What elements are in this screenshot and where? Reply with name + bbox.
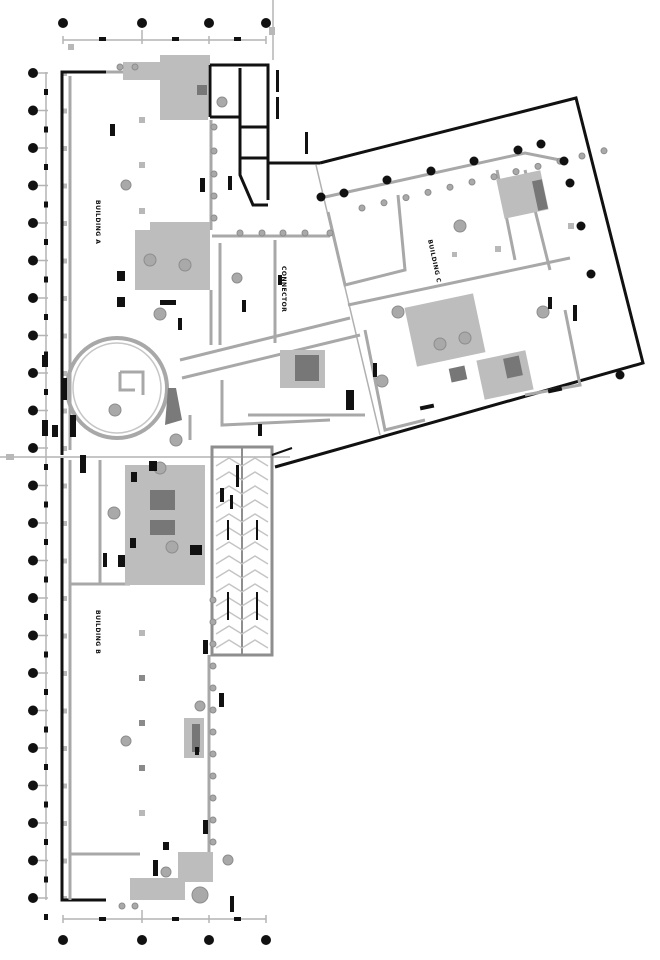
grid-bubble: [28, 593, 38, 603]
label-building-b: BUILDING B: [94, 610, 101, 654]
grid-bubble: [137, 935, 147, 945]
label-building-c: BUILDING C: [426, 239, 442, 284]
grid-bubble: [536, 139, 546, 149]
grid-bubble: [615, 370, 625, 380]
grid-bubble: [565, 178, 575, 188]
grid-bubble: [28, 855, 38, 866]
grid-bubble: [58, 935, 68, 945]
rotunda: [42, 336, 183, 473]
grid-bubble: [382, 175, 392, 185]
grid-bubble: [586, 269, 596, 279]
grid-bubble: [261, 935, 271, 945]
grid-bubble: [426, 166, 436, 176]
grid-bubble: [204, 18, 214, 28]
grid-bubble: [469, 156, 479, 166]
grid-bubble: [339, 188, 349, 198]
grid-bubble: [28, 68, 38, 78]
grid-bubble: [576, 221, 586, 231]
grid-bubble: [28, 743, 38, 753]
grid-bubble: [513, 145, 523, 155]
grid-bottom: [58, 910, 271, 945]
grid-bubble: [28, 143, 38, 153]
grid-bubble: [28, 368, 38, 378]
building-a: BUILDING A: [60, 55, 232, 455]
grid-bubble: [28, 780, 38, 791]
grid-bubble: [28, 293, 38, 303]
grid-bubble: [28, 255, 38, 266]
grid-bubble: [28, 630, 38, 641]
grid-bubble: [28, 218, 38, 228]
grid-bubble: [28, 893, 38, 903]
grid-bubble: [137, 18, 147, 28]
grid-left: [28, 68, 67, 920]
grid-bubble: [28, 518, 38, 528]
connector: CONNECTOR: [179, 229, 365, 440]
grid-bubble: [316, 192, 326, 202]
grid-bubble: [559, 156, 569, 166]
grid-bubble: [28, 105, 38, 116]
grid-bubble: [58, 18, 68, 28]
grid-bubble: [28, 443, 38, 453]
grid-bubble: [261, 18, 271, 28]
building-c: BUILDING C: [274, 96, 645, 469]
service-block: [208, 63, 320, 207]
grid-bubble: [28, 818, 38, 828]
label-connector: CONNECTOR: [280, 266, 287, 312]
grid-bubble: [28, 405, 38, 416]
grid-bubble: [28, 705, 38, 716]
grid-bubble: [28, 480, 38, 491]
grid-bubble: [28, 180, 38, 191]
grid-bubble: [28, 668, 38, 678]
grid-bubble: [204, 935, 214, 945]
building-b: BUILDING B: [60, 458, 234, 912]
grid-bubble: [28, 555, 38, 566]
parking-ramp: [210, 445, 293, 657]
grid-bubble: [28, 330, 38, 341]
label-building-a: BUILDING A: [94, 200, 101, 244]
grid-top: [58, 18, 271, 50]
